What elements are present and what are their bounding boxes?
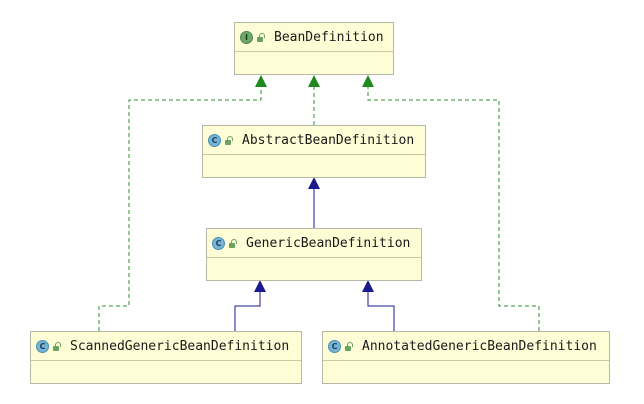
node-label: BeanDefinition (274, 29, 384, 45)
class-icon: C (36, 339, 49, 353)
class-icon: C (208, 133, 221, 147)
class-icon: C (212, 236, 225, 250)
node-header: C AnnotatedGenericBeanDefinition (323, 332, 609, 361)
node-header: C AbstractBeanDefinition (203, 126, 425, 155)
edge-scanned-implements-beandefinition (98, 76, 262, 331)
node-label: AnnotatedGenericBeanDefinition (362, 338, 597, 354)
arrowhead-generic-left (254, 280, 266, 292)
class-icon: C (328, 339, 341, 353)
node-annotated-generic-bean-definition[interactable]: C AnnotatedGenericBeanDefinition (322, 331, 610, 384)
node-label: GenericBeanDefinition (246, 235, 411, 251)
arrowhead-generic-right (362, 280, 374, 292)
interface-icon: I (240, 30, 253, 44)
edge-annotated-implements-beandefinition (367, 76, 540, 331)
arrowhead-center-beandefinition (308, 75, 320, 87)
node-label: AbstractBeanDefinition (242, 132, 415, 148)
node-generic-bean-definition[interactable]: C GenericBeanDefinition (206, 228, 422, 281)
edge-scanned-extends-generic (234, 281, 261, 331)
arrowhead-left-beandefinition (255, 75, 267, 87)
node-abstract-bean-definition[interactable]: C AbstractBeanDefinition (202, 125, 426, 178)
node-header: C GenericBeanDefinition (207, 229, 421, 258)
lock-icon (52, 341, 61, 351)
node-label: ScannedGenericBeanDefinition (70, 338, 290, 354)
arrowhead-abstract (308, 177, 320, 189)
node-header: I BeanDefinition (235, 23, 393, 52)
arrowhead-right-beandefinition (362, 75, 374, 87)
lock-icon (228, 238, 237, 248)
node-header: C ScannedGenericBeanDefinition (31, 332, 301, 361)
node-scanned-generic-bean-definition[interactable]: C ScannedGenericBeanDefinition (30, 331, 302, 384)
node-bean-definition[interactable]: I BeanDefinition (234, 22, 394, 75)
lock-icon (224, 135, 233, 145)
edge-annotated-extends-generic (367, 281, 395, 331)
lock-icon (256, 32, 265, 42)
lock-icon (344, 341, 353, 351)
